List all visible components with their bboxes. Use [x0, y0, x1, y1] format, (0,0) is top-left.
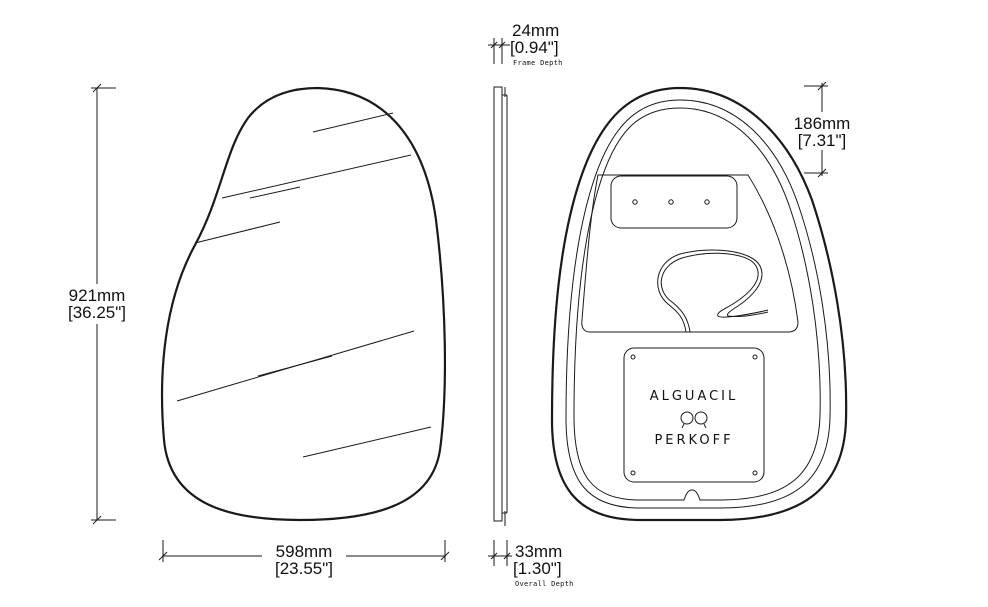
frame-depth-mm-label: 24mm: [512, 21, 559, 40]
frame-depth-inch-label: [0.94"]: [510, 38, 559, 57]
frame-profile: [493, 86, 503, 522]
wire-recess: [581, 174, 799, 333]
frame-depth-caption: Frame Depth: [513, 59, 563, 67]
plate-screw: [630, 470, 636, 476]
reflection-line: [312, 112, 394, 133]
overall-depth-mm-label: 33mm: [515, 542, 562, 561]
cable: [660, 252, 769, 333]
brand-line-1: ALGUACIL: [650, 389, 739, 404]
width-mm-label: 598mm: [276, 542, 333, 561]
mirror-outline: [160, 86, 447, 522]
overall-depth-caption: Overall Depth: [515, 580, 574, 588]
height-mm-label: 921mm: [69, 286, 126, 305]
overall-depth-dimension: 33mm [1.30"] Overall Depth: [488, 540, 574, 588]
bracket-mm-label: 186mm: [794, 114, 851, 133]
brand-line-2: PERKOFF: [654, 433, 733, 448]
bracket-dimension: 186mm [7.31"]: [790, 81, 856, 178]
screw-hole: [632, 199, 638, 205]
reflection-line: [249, 186, 301, 199]
plate-screw: [630, 354, 636, 360]
plate-screw: [752, 470, 758, 476]
reflection-line: [221, 154, 412, 199]
height-inch-label: [36.25"]: [68, 303, 126, 322]
screw-hole: [668, 199, 674, 205]
front-view: [160, 86, 447, 522]
frame-depth-dimension: 24mm [0.94"] Frame Depth: [488, 21, 563, 67]
bracket-inch-label: [7.31"]: [798, 131, 847, 150]
screw-hole: [704, 199, 710, 205]
width-inch-label: [23.55"]: [275, 559, 333, 578]
back-inner-frame-2: [573, 107, 821, 501]
width-dimension: 598mm [23.55"]: [158, 540, 450, 578]
overall-depth-inch-label: [1.30"]: [513, 559, 562, 578]
reflection-line: [194, 221, 281, 244]
reflection-line: [302, 426, 432, 458]
back-inner-frame: [565, 99, 831, 509]
back-outer-outline: [550, 86, 848, 522]
reflection-line: [257, 355, 333, 377]
side-view: [493, 86, 508, 526]
back-view: ALGUACIL PERKOFF: [550, 86, 848, 522]
monogram-icon: [680, 411, 708, 429]
height-dimension: 921mm [36.25"]: [58, 83, 136, 525]
plate-screw: [752, 354, 758, 360]
brand-plate: [623, 347, 765, 483]
mounting-bracket: [610, 175, 738, 229]
